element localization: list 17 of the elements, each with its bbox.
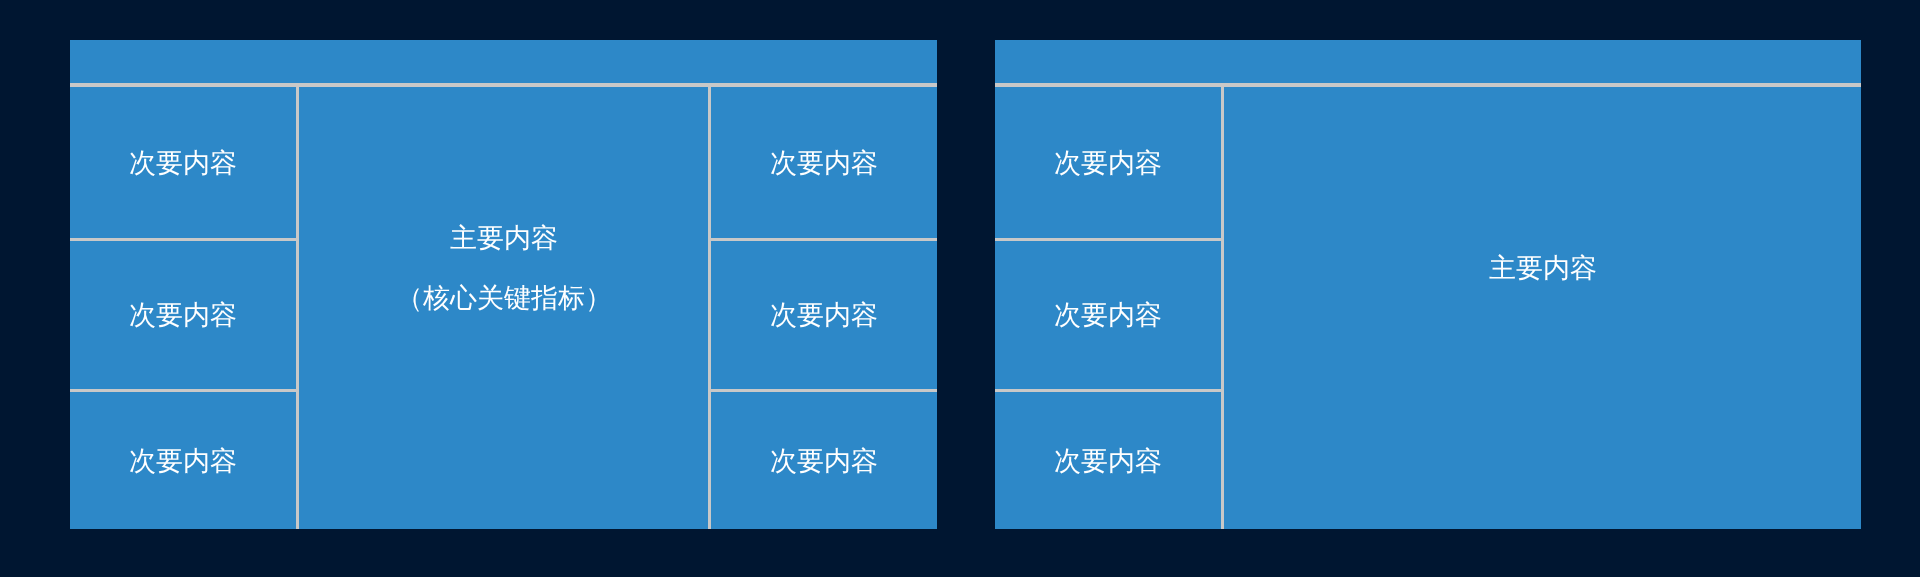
block-subtitle: （核心关键指标）: [395, 281, 612, 315]
content-block: 次要内容: [995, 87, 1221, 238]
content-block: [299, 87, 708, 529]
content-block: 次要内容: [70, 392, 296, 529]
block-title: 主要内容: [449, 221, 558, 255]
content-block: 主要内容: [1224, 87, 1861, 529]
layout-panel: [70, 40, 937, 529]
content-block: 次要内容: [711, 87, 937, 238]
content-block: 次要内容: [711, 392, 937, 529]
header-bar: [70, 40, 937, 83]
header-bar: [995, 40, 1861, 83]
content-block: 次要内容: [70, 241, 296, 389]
content-block: 次要内容: [995, 241, 1221, 389]
content-block: 次要内容: [711, 241, 937, 389]
content-block: 次要内容: [70, 87, 296, 238]
content-block: 次要内容: [995, 392, 1221, 529]
layout-panel: [995, 40, 1861, 529]
